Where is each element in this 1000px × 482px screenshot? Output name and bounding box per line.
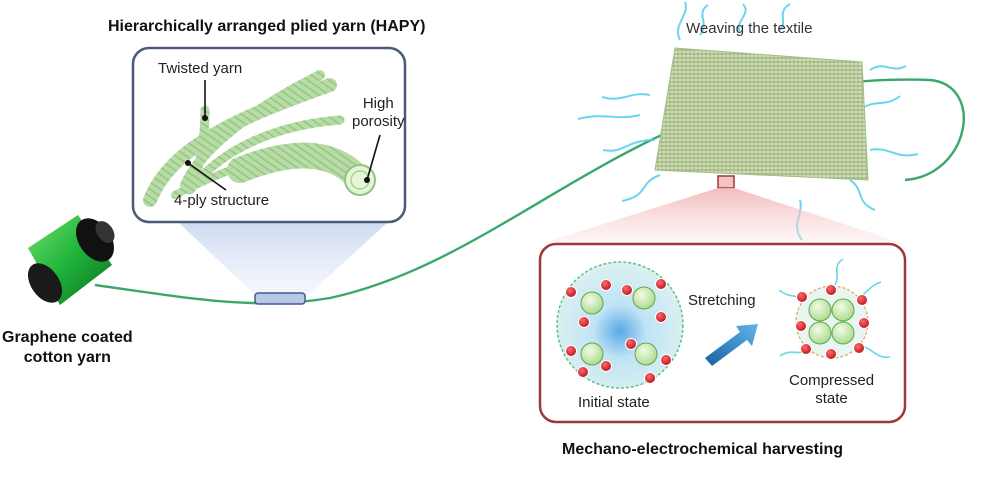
callout-dot-twisted bbox=[202, 115, 208, 121]
high-porosity-line-2: porosity bbox=[352, 113, 405, 130]
callout-line-porosity bbox=[366, 134, 381, 181]
initial-state-cell bbox=[556, 261, 684, 389]
textile-highlight-marker bbox=[717, 175, 735, 189]
yarn-spool bbox=[27, 215, 115, 305]
high-porosity-line-1: High bbox=[362, 95, 394, 112]
callout-line-4ply bbox=[187, 162, 227, 191]
hapy-zoom-beam bbox=[178, 222, 388, 298]
stretching-arrow bbox=[705, 324, 758, 366]
hapy-title: Hierarchically arranged plied yarn (HAPY… bbox=[108, 18, 426, 35]
graphene-label: Graphene coated cotton yarn bbox=[2, 328, 133, 368]
graphene-line-2: cotton yarn bbox=[23, 349, 111, 366]
callout-dot-porosity bbox=[364, 177, 370, 183]
callout-dot-4ply bbox=[185, 160, 191, 166]
high-porosity-label: High porosity bbox=[352, 95, 405, 131]
yarn-highlight-marker bbox=[254, 292, 306, 305]
compressed-line-1: Compressed bbox=[789, 372, 875, 389]
stretching-label: Stretching bbox=[688, 292, 756, 309]
compressed-state-label: Compressed state bbox=[789, 372, 874, 408]
four-ply-label: 4-ply structure bbox=[174, 192, 270, 209]
twisted-yarn-label: Twisted yarn bbox=[158, 60, 243, 77]
compressed-line-2: state bbox=[815, 390, 848, 407]
harvesting-title: Mechano-electrochemical harvesting bbox=[562, 441, 843, 458]
graphene-line-1: Graphene coated bbox=[2, 329, 133, 346]
woven-textile bbox=[577, 1, 919, 241]
plied-yarn-illustration bbox=[143, 70, 376, 207]
compressed-state-cell bbox=[778, 258, 891, 360]
weaving-title: Weaving the textile bbox=[686, 20, 813, 37]
harvest-zoom-beam bbox=[540, 188, 905, 244]
initial-state-label: Initial state bbox=[578, 394, 650, 411]
